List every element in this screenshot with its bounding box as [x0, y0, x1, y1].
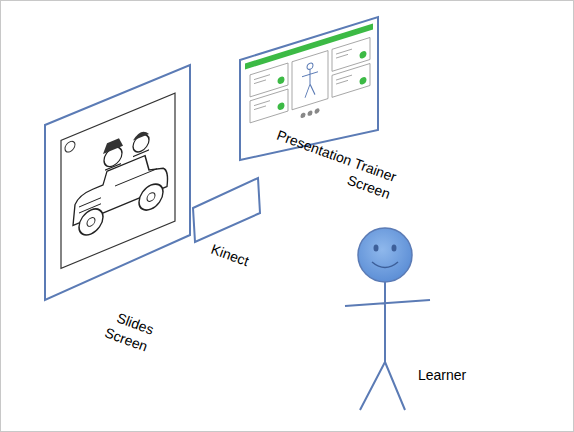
learner-eye — [374, 245, 379, 252]
passenger-hat — [133, 129, 149, 141]
screen-label: Slides Screen — [86, 300, 157, 355]
status-dot — [360, 50, 367, 59]
learner-figure — [345, 228, 430, 410]
feedback-panel — [332, 63, 370, 97]
car-wheel — [79, 205, 103, 239]
status-dot — [360, 76, 367, 85]
skeleton-head — [307, 62, 313, 70]
page-dot — [308, 110, 313, 117]
learner-body — [345, 282, 430, 410]
trainer-screen: Presentation Trainer Screen — [235, 12, 405, 202]
kinect-sensor: Kinect — [188, 172, 268, 272]
learner-smile — [372, 262, 398, 268]
skeleton-figure — [302, 67, 318, 99]
feedback-panel — [250, 89, 288, 123]
slide-frame — [61, 93, 175, 268]
figure-label: Learner — [418, 366, 466, 384]
screen-border — [45, 65, 190, 300]
learner-eye — [392, 245, 397, 252]
panel-text-lines — [254, 49, 352, 110]
status-dot — [278, 102, 285, 111]
learner-head — [358, 228, 412, 282]
screen-label: Kinect — [201, 237, 260, 273]
slide-corner-mark — [65, 140, 75, 154]
driver-hat — [103, 137, 123, 154]
trainer-screenshot — [245, 24, 373, 136]
slides-screen: Slides Screen — [40, 60, 200, 360]
page-dot — [301, 112, 306, 119]
car-hub — [147, 191, 155, 202]
figure-shoulders — [105, 150, 149, 170]
screen-label: Presentation Trainer Screen — [255, 121, 399, 203]
skeleton-panel — [292, 51, 328, 110]
page-dot — [315, 108, 320, 115]
car-hub — [87, 216, 95, 227]
slide-illustration — [61, 93, 175, 268]
screen-border — [193, 178, 260, 242]
car-wheel — [139, 180, 163, 214]
status-dot — [278, 76, 285, 85]
